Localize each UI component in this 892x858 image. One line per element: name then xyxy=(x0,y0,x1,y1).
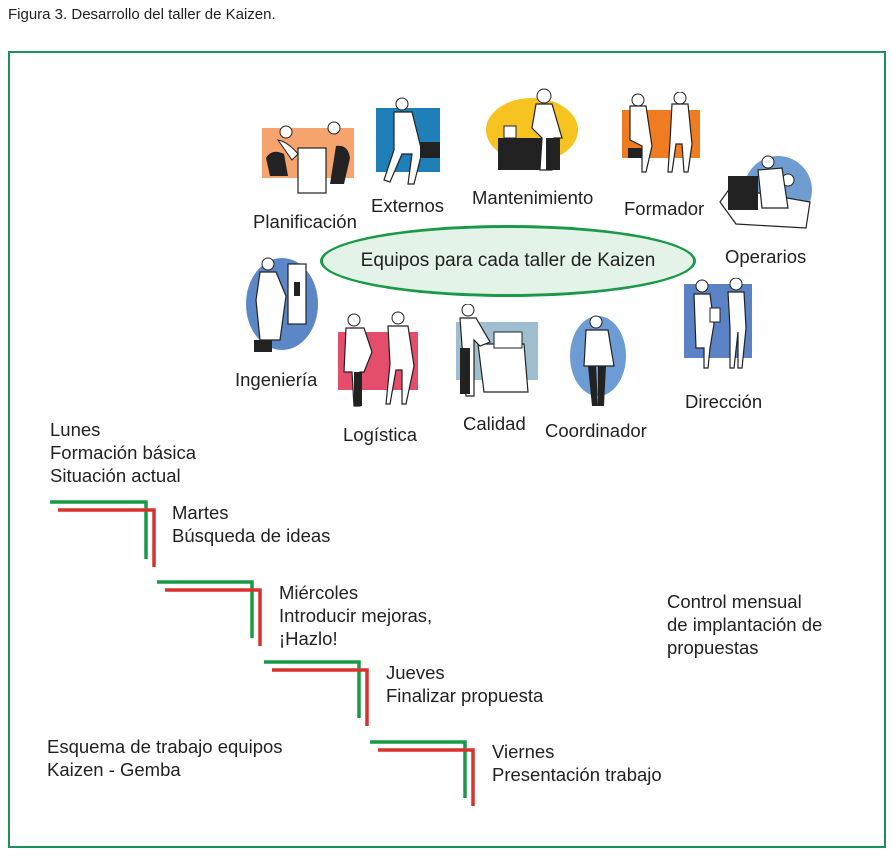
step-3-green xyxy=(264,660,361,718)
step-4-green xyxy=(370,740,467,798)
note-line: Kaizen - Gemba xyxy=(47,759,181,780)
day-line: ¡Hazlo! xyxy=(279,628,338,649)
step-4 xyxy=(370,740,475,806)
figure-caption: Figura 3. Desarrollo del taller de Kaize… xyxy=(8,6,276,23)
step-2-red xyxy=(165,588,262,646)
team-label-mantenimiento: Mantenimiento xyxy=(472,187,594,208)
team-label-externos: Externos xyxy=(371,195,445,216)
day-jueves: Jueves Finalizar propuesta xyxy=(386,661,543,707)
team-label-calidad: Calidad xyxy=(463,413,526,434)
team-label-logistica: Logística xyxy=(343,424,418,445)
note-line: Esquema de trabajo equipos xyxy=(47,736,283,757)
team-label-coordinador: Coordinador xyxy=(545,420,647,441)
ingenieria-figure xyxy=(246,257,318,352)
step-1 xyxy=(50,500,156,567)
center-label: Equipos para cada taller de Kaizen xyxy=(360,250,656,271)
note-line: de implantación de xyxy=(667,614,823,635)
step-1-red xyxy=(58,508,156,567)
day-title: Miércoles xyxy=(279,582,359,603)
day-line: Introducir mejoras, xyxy=(279,605,433,626)
day-line: Formación básica xyxy=(50,442,197,463)
team-label-direccion: Dirección xyxy=(685,391,763,412)
diagram-frame xyxy=(8,51,886,848)
day-line: Finalizar propuesta xyxy=(386,685,544,706)
day-title: Viernes xyxy=(492,741,555,762)
day-lunes: Lunes Formación básica Situación actual xyxy=(50,418,196,487)
planificacion-figure xyxy=(262,121,354,194)
formador-figure xyxy=(622,92,700,173)
team-label-planificacion: Planificación xyxy=(253,211,357,232)
day-line: Situación actual xyxy=(50,465,181,486)
step-2 xyxy=(157,580,262,646)
mantenimiento-figure xyxy=(486,88,578,171)
externos-figure xyxy=(376,97,440,185)
day-viernes: Viernes Presentación trabajo xyxy=(492,740,662,786)
operarios-figure xyxy=(719,155,812,229)
control-note: Control mensual de implantación de propu… xyxy=(667,590,822,659)
team-label-ingenieria: Ingeniería xyxy=(235,369,318,390)
step-3 xyxy=(264,660,369,726)
note-line: propuestas xyxy=(667,637,759,658)
day-martes: Martes Búsqueda de ideas xyxy=(172,501,330,547)
day-line: Búsqueda de ideas xyxy=(172,525,331,546)
calidad-figure xyxy=(456,304,538,397)
team-label-operarios: Operarios xyxy=(725,246,807,267)
center-ellipse: Equipos para cada taller de Kaizen xyxy=(320,225,696,297)
day-title: Lunes xyxy=(50,419,101,440)
day-miercoles: Miércoles Introducir mejoras, ¡Hazlo! xyxy=(279,581,432,650)
step-4-red xyxy=(378,748,475,806)
note-line: Control mensual xyxy=(667,591,802,612)
day-title: Martes xyxy=(172,502,229,523)
logistica-figure xyxy=(338,311,418,407)
step-1-green xyxy=(50,500,148,559)
step-3-red xyxy=(272,668,369,726)
direccion-figure xyxy=(684,278,752,369)
day-title: Jueves xyxy=(386,662,445,683)
day-line: Presentación trabajo xyxy=(492,764,662,785)
coordinador-figure xyxy=(570,315,626,406)
step-2-green xyxy=(157,580,254,638)
scheme-note: Esquema de trabajo equipos Kaizen - Gemb… xyxy=(47,735,283,781)
team-label-formador: Formador xyxy=(624,198,705,219)
